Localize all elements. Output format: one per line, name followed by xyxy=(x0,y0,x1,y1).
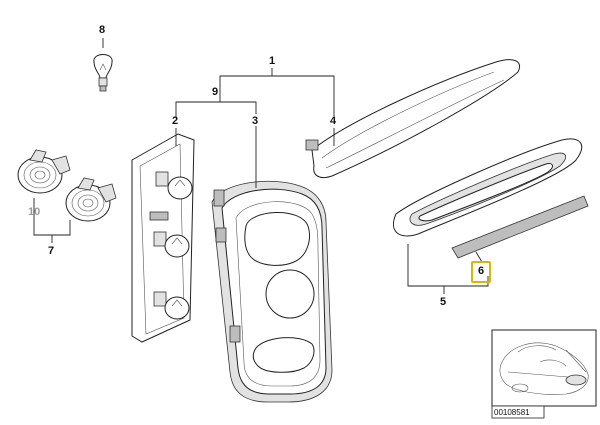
callout-7: 7 xyxy=(48,245,54,257)
callout-10: 10 xyxy=(28,206,40,218)
seal-strip-6 xyxy=(451,195,589,259)
callout-9: 9 xyxy=(212,86,218,98)
callout-2: 2 xyxy=(172,115,178,127)
bulb-8 xyxy=(93,38,113,92)
trim-strip-4 xyxy=(305,59,520,179)
callout-8: 8 xyxy=(99,24,105,36)
bezel-5 xyxy=(393,138,583,237)
callout-4: 4 xyxy=(330,115,337,127)
side-lamp-7 xyxy=(65,177,117,222)
callout-labels: 8 1 9 2 3 4 10 7 5 6 xyxy=(28,24,491,308)
side-lamp-10 xyxy=(17,149,71,194)
callout-1: 1 xyxy=(269,55,275,67)
tail-lamp-3 xyxy=(211,180,333,403)
bulb-carrier-2 xyxy=(131,133,195,343)
callout-6-highlight xyxy=(471,261,491,283)
car-inset-thumbnail: 00108581 xyxy=(491,329,597,419)
callout-6: 6 xyxy=(478,265,484,277)
callout-5: 5 xyxy=(440,296,446,308)
callout-3: 3 xyxy=(252,115,258,127)
document-number: 00108581 xyxy=(494,408,530,417)
